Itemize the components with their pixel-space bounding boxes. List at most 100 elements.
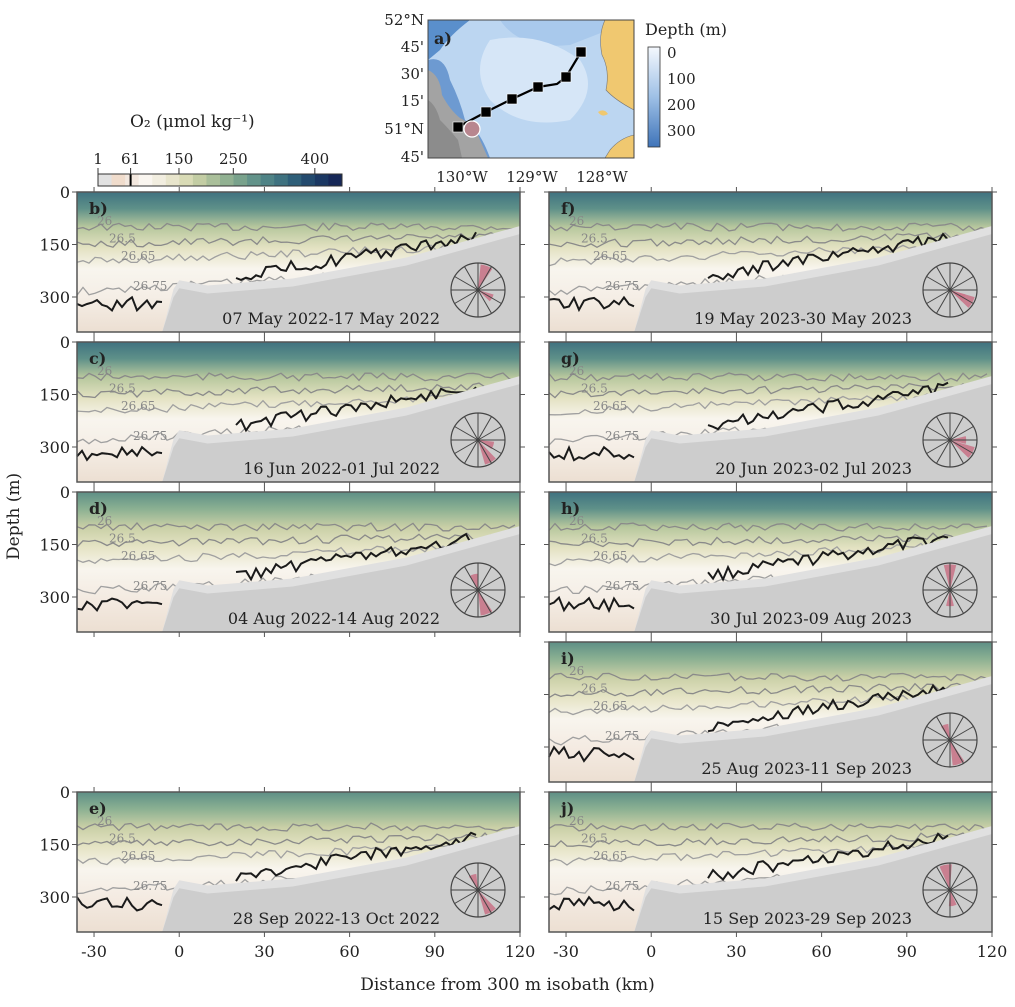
contour-label: 26 <box>569 514 584 528</box>
hypoxia-contour <box>76 295 163 313</box>
isopycnal-contour <box>76 231 516 248</box>
contour-label: 26.5 <box>109 832 136 846</box>
wind-rose-icon <box>450 262 506 318</box>
date-range-label: 16 Jun 2022-01 Jul 2022 <box>243 459 440 478</box>
contour-label: 26.75 <box>133 429 167 443</box>
seafloor <box>634 534 992 632</box>
lat-tick: 45' <box>401 148 424 166</box>
isopycnal-contour <box>76 841 516 866</box>
depth-colorbar: Depth (m) 0 100 200 300 <box>645 20 727 148</box>
date-range-label: 25 Aug 2023-11 Sep 2023 <box>701 759 912 778</box>
isopycnal-contour <box>76 832 516 847</box>
map-lat-ticks: 52°N 45' 30' 15' 51°N 45' <box>384 11 424 166</box>
contour-label: 26.65 <box>121 849 155 863</box>
contour-label: 26.65 <box>593 699 627 713</box>
contour-label: 26.75 <box>133 279 167 293</box>
seafloor <box>634 234 992 332</box>
contour-label: 26 <box>569 814 584 828</box>
contour-label: 26 <box>569 664 584 678</box>
hypoxia-contour <box>707 535 949 582</box>
y-tick-label: 0 <box>60 336 70 352</box>
contour-label: 26.75 <box>605 729 639 743</box>
hypoxia-contour <box>235 532 477 582</box>
x-tick-label: 120 <box>505 942 536 961</box>
o2-colorbar-tick: 250 <box>219 150 248 168</box>
y-tick-label: 0 <box>60 186 70 202</box>
lon-tick: 130°W <box>436 168 488 186</box>
o2-colorbar-tick: 400 <box>301 150 330 168</box>
map-panel-a: a) 52°N 45' 30' 15' 51°N 45' 130°W 129°W… <box>384 11 727 186</box>
hypoxia-contour <box>548 295 635 313</box>
station-markers <box>452 46 587 133</box>
lat-tick: 51°N <box>384 120 424 138</box>
lat-tick: 52°N <box>384 11 424 29</box>
x-tick-label: 0 <box>174 942 184 961</box>
isopycnal-contour <box>548 541 988 567</box>
contour-label: 26.65 <box>593 849 627 863</box>
wind-rose-icon <box>922 712 978 768</box>
wind-rose-icon <box>922 262 978 318</box>
isopycnal-contour <box>76 382 516 399</box>
y-tick-label: 300 <box>39 288 70 307</box>
x-tick-label: 30 <box>726 942 746 961</box>
contour-label: 26.5 <box>109 382 136 396</box>
y-tick-label: 0 <box>60 786 70 802</box>
hypoxia-contour <box>76 597 163 612</box>
wind-rose-icon <box>922 562 978 618</box>
isopycnal-contour <box>548 822 988 832</box>
hypoxia-contour <box>548 895 635 912</box>
contour-label: 26.65 <box>121 249 155 263</box>
isopycnal-contour <box>76 822 516 832</box>
isopycnal-contour <box>76 540 516 565</box>
x-tick-label: 30 <box>254 942 274 961</box>
contour-label: 26 <box>569 364 584 378</box>
panel-label: f) <box>561 199 575 218</box>
hypoxia-contour <box>707 232 949 281</box>
isopycnal-contour <box>548 672 988 682</box>
y-tick-label: 150 <box>39 236 70 255</box>
map-area: a) <box>427 19 635 159</box>
o2-colorbar-tick: 61 <box>121 150 140 168</box>
isopycnal-contour <box>76 222 516 232</box>
contour-label: 26.5 <box>581 832 608 846</box>
panel-label: j) <box>559 799 574 818</box>
seafloor <box>162 834 520 932</box>
o2-colorbar-tick: 1 <box>95 150 103 168</box>
contour-label: 26 <box>97 514 112 528</box>
isopycnal-contour <box>76 531 516 548</box>
wind-rose-icon <box>450 862 506 918</box>
contour-label: 26 <box>97 814 112 828</box>
hypoxia-contour <box>235 831 477 882</box>
x-tick-label: -30 <box>553 942 579 961</box>
x-tick-label: -30 <box>81 942 107 961</box>
panel-label: b) <box>89 199 108 218</box>
y-tick-label: 0 <box>60 486 70 502</box>
isopycnal-contour <box>548 372 988 382</box>
isopycnal-contour <box>548 842 988 866</box>
contour-label: 26.65 <box>121 549 155 563</box>
hypoxia-contour <box>235 386 477 433</box>
depth-tick: 100 <box>667 70 696 88</box>
date-range-label: 30 Jul 2023-09 Aug 2023 <box>710 609 912 628</box>
x-axis-label: Distance from 300 m isobath (km) <box>360 975 655 995</box>
isopycnal-contour <box>548 532 988 548</box>
hypoxia-contour <box>235 231 477 281</box>
hypoxia-contour <box>548 445 635 462</box>
x-tick-label: 90 <box>897 942 917 961</box>
panel-label: c) <box>89 349 106 368</box>
date-range-label: 20 Jun 2023-02 Jul 2023 <box>715 459 912 478</box>
contour-label: 26.75 <box>605 879 639 893</box>
date-range-label: 28 Sep 2022-13 Oct 2022 <box>233 909 440 928</box>
depth-tick: 300 <box>667 122 696 140</box>
contour-label: 26.5 <box>581 232 608 246</box>
hypoxia-contour <box>76 895 163 912</box>
wind-rose-icon <box>922 862 978 918</box>
seafloor <box>162 534 520 632</box>
contour-label: 26.75 <box>133 879 167 893</box>
isopycnal-contour <box>548 681 988 699</box>
seafloor <box>162 234 520 332</box>
